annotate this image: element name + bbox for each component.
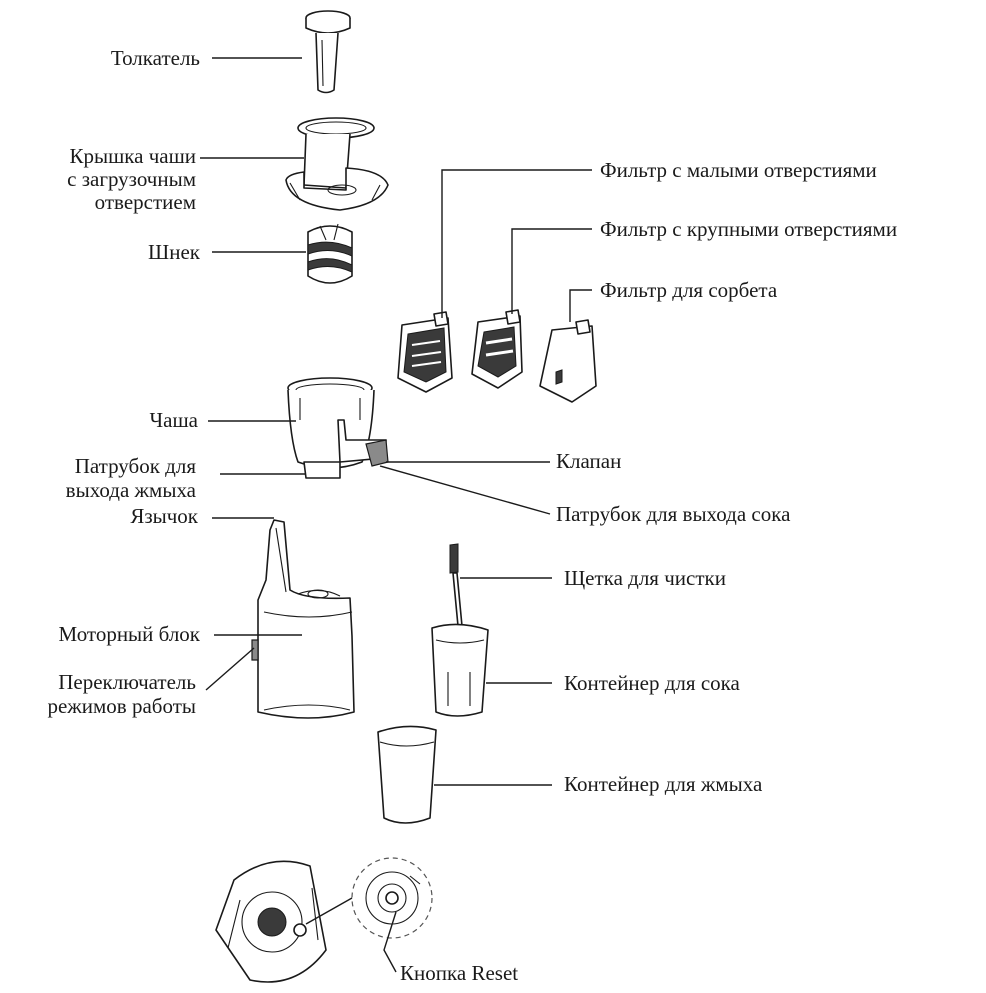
- label-motor: Моторный блок: [59, 622, 201, 646]
- leader-lines: [200, 57, 592, 973]
- juice-container-part: [431, 623, 489, 717]
- cleaning-brush-part: [449, 543, 463, 627]
- bowl-lid-part: [285, 117, 389, 211]
- base-bottom-view-part: [215, 860, 327, 983]
- label-switch-line1: Переключатель: [58, 670, 196, 694]
- auger-part: [307, 223, 353, 284]
- label-tab: Язычок: [130, 504, 198, 528]
- label-pulp-outlet-line2: выхода жмыха: [66, 478, 197, 502]
- label-juice-outlet: Патрубок для выхода сока: [556, 502, 791, 526]
- bowl-part: [287, 377, 389, 479]
- label-bowl-lid-line2: с загрузочным: [67, 167, 196, 191]
- pusher-part: [305, 10, 351, 94]
- motor-base-part: [251, 519, 355, 719]
- label-juice-container: Контейнер для сока: [564, 671, 741, 695]
- sorbet-filter-part: [539, 319, 597, 403]
- label-bowl-lid-line3: отверстием: [95, 190, 196, 214]
- label-bowl-lid-line1: Крышка чаши: [69, 144, 196, 168]
- label-brush: Щетка для чистки: [564, 566, 726, 590]
- coarse-filter-part: [471, 309, 523, 389]
- label-pulp-container: Контейнер для жмыха: [564, 772, 763, 796]
- pulp-container-part: [377, 725, 437, 824]
- label-switch-line2: режимов работы: [47, 694, 196, 718]
- label-coarse-filter: Фильтр с крупными отверстиями: [600, 217, 897, 241]
- label-reset: Кнопка Reset: [400, 961, 518, 985]
- label-pusher: Толкатель: [111, 46, 200, 70]
- label-auger: Шнек: [148, 240, 201, 264]
- label-pulp-outlet-line1: Патрубок для: [75, 454, 197, 478]
- label-sorbet-filter: Фильтр для сорбета: [600, 278, 778, 302]
- label-valve: Клапан: [556, 449, 621, 473]
- reset-detail-part: [305, 857, 433, 939]
- label-bowl: Чаша: [150, 408, 199, 432]
- label-fine-filter: Фильтр с малыми отверстиями: [600, 158, 877, 182]
- labels: Толкатель Крышка чаши с загрузочным отве…: [47, 46, 897, 985]
- fine-filter-part: [397, 311, 453, 393]
